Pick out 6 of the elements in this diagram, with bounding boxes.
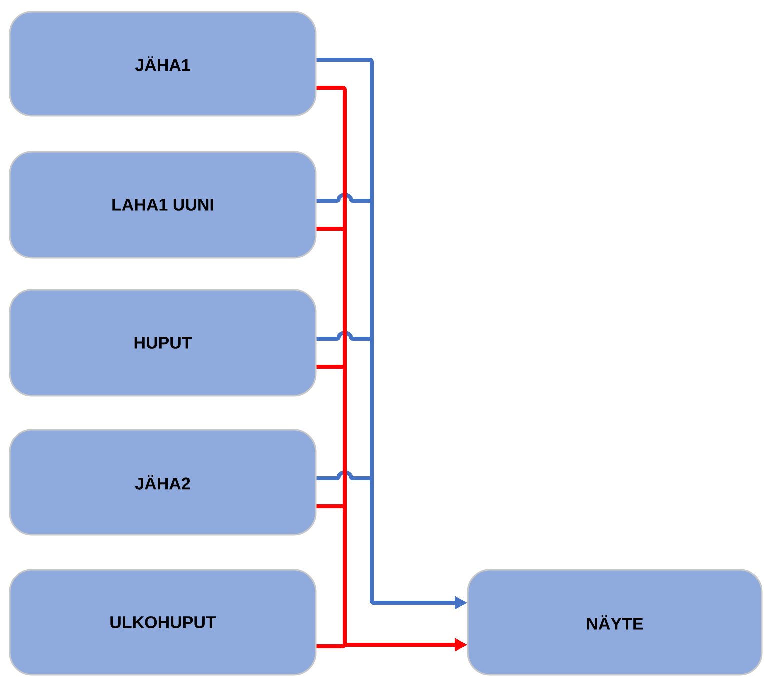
process-box: NÄYTE [467, 569, 763, 676]
process-box: LAHA1 UUNI [9, 151, 317, 259]
process-box: HUPUT [9, 289, 317, 397]
process-box: JÄHA1 [9, 11, 317, 117]
process-box: JÄHA2 [9, 429, 317, 536]
process-box: ULKOHUPUT [9, 569, 317, 676]
